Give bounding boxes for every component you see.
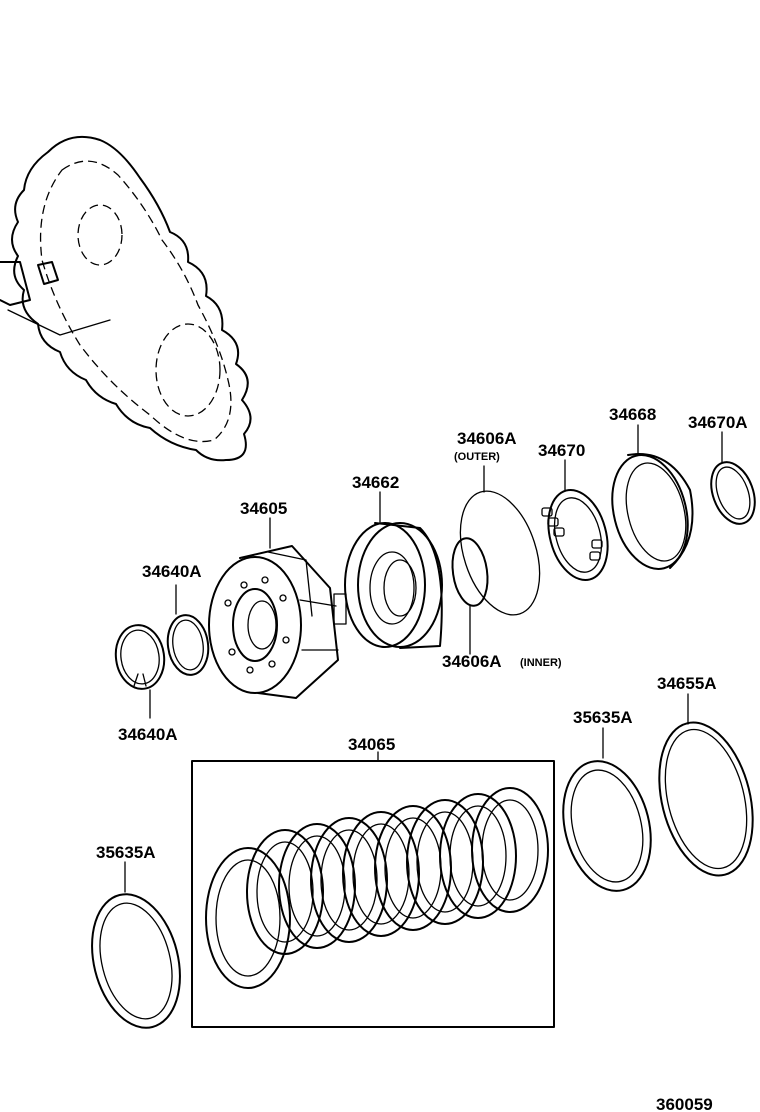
clutch-discs [205,787,549,989]
spring-retainer-34670 [541,488,609,582]
snap-ring-34655a [658,721,754,877]
o-ring-34606a-inner [451,537,489,607]
label-34605: 34605 [240,499,287,518]
label-inner: (INNER) [520,657,562,669]
label-34640a-lower: 34640A [118,725,178,744]
label-35635a-left: 35635A [96,843,156,862]
piston-34662 [344,522,443,649]
label-34668: 34668 [609,405,656,424]
label-outer: (OUTER) [454,451,500,463]
label-34655a: 34655A [657,674,717,693]
figure-number: 360059 [656,1095,713,1112]
clutch-drum-34605 [208,545,347,699]
snap-ring-34640a-lower [114,624,166,690]
label-34662: 34662 [352,473,399,492]
plate-35635a-right [562,760,652,892]
label-34640a-upper: 34640A [142,562,202,581]
label-35635a-right: 35635A [573,708,633,727]
label-34065: 34065 [348,735,395,754]
label-34670: 34670 [538,441,585,460]
cylinder-34668 [611,453,694,570]
plate-35635a-left [91,893,181,1029]
transmission-case-outline [0,136,252,462]
label-34606a-inner: 34606A [442,652,502,671]
o-ring-34606a-outer [459,490,541,616]
snap-ring-34670a [710,461,756,525]
label-34606a-outer: 34606A [457,429,517,448]
clutch-pack-box-34065 [191,760,555,1028]
ring-34640a-upper [166,614,210,676]
label-34670a: 34670A [688,413,748,432]
